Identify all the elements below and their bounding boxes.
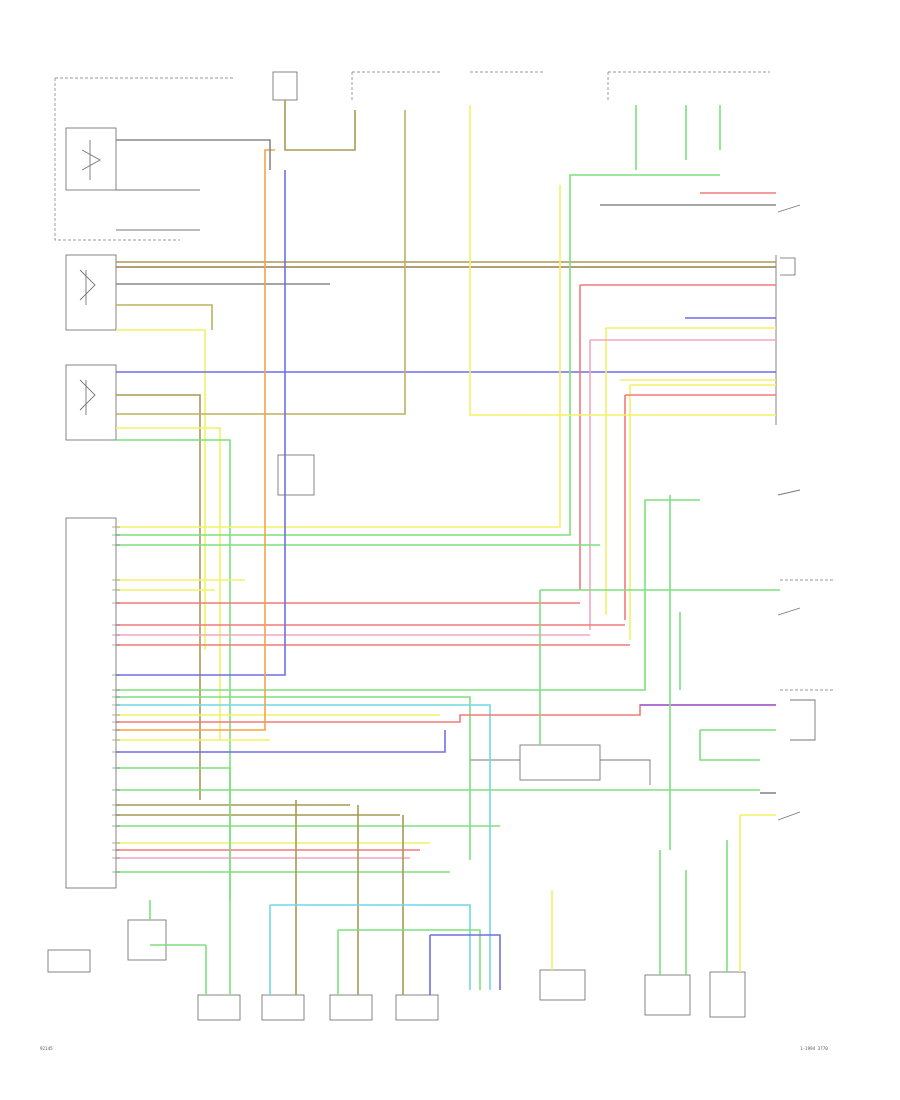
wire-yellow-5 xyxy=(629,384,776,640)
wire-yellow-14 xyxy=(739,814,776,972)
left-relay-1 xyxy=(65,254,117,331)
vss-box xyxy=(644,974,691,1016)
wire-green-2 xyxy=(116,174,720,536)
front-left-sensor-box xyxy=(197,994,241,1021)
wire-green-4 xyxy=(116,499,700,691)
wire-yellow-3 xyxy=(605,327,776,615)
top-left-fuse-box xyxy=(54,77,235,241)
footer-right-code: 1-1994 3770 xyxy=(800,1046,828,1051)
wire-cyan-1 xyxy=(116,704,491,990)
wire-olive-10 xyxy=(284,100,356,151)
front-right-sensor-box xyxy=(261,994,305,1021)
wire-olive-3 xyxy=(116,394,201,800)
wire-olive-2 xyxy=(116,304,213,330)
rear-left-sensor-box xyxy=(329,994,373,1021)
footer-left-code: 92145 xyxy=(40,1046,53,1051)
wire-yellow-1 xyxy=(116,329,206,650)
top-fuse-block xyxy=(272,71,770,101)
abs-relay-module xyxy=(470,744,651,785)
wire-red-7 xyxy=(116,704,776,723)
right-switches xyxy=(777,204,835,821)
wire-green-24 xyxy=(699,729,776,761)
left-relay-2 xyxy=(65,364,117,441)
connector-pins xyxy=(112,526,120,873)
pressure-switch-box xyxy=(709,971,746,1018)
wire-green-5 xyxy=(116,696,471,860)
throttle-sensor-box xyxy=(539,969,586,1001)
wire-green-17 xyxy=(338,929,481,990)
wire-olive-4 xyxy=(116,110,406,415)
ground-box xyxy=(47,949,91,973)
right-connector-top xyxy=(775,255,796,425)
rear-right-sensor-box xyxy=(395,994,439,1021)
wire-blue-3 xyxy=(116,170,286,676)
wire-blue-6 xyxy=(430,934,501,990)
wire-gray-3 xyxy=(116,139,271,170)
wire-blue-4 xyxy=(116,730,446,753)
wire-green-1 xyxy=(116,439,231,900)
wire-green-16 xyxy=(149,900,206,946)
tcm-connector xyxy=(65,517,117,889)
bottom-sensors xyxy=(47,919,746,1021)
solenoid-module xyxy=(277,454,315,496)
wire-harness xyxy=(116,100,780,995)
wire-cyan-3 xyxy=(270,904,471,990)
wire-yellow-13 xyxy=(469,105,776,416)
wire-pink-1 xyxy=(589,339,776,630)
wire-yellow-2 xyxy=(116,427,221,740)
wire-green-22 xyxy=(539,589,780,745)
speed-sensor-box xyxy=(127,919,167,961)
wire-yellow-6 xyxy=(116,185,561,528)
wire-red-3 xyxy=(624,394,776,620)
